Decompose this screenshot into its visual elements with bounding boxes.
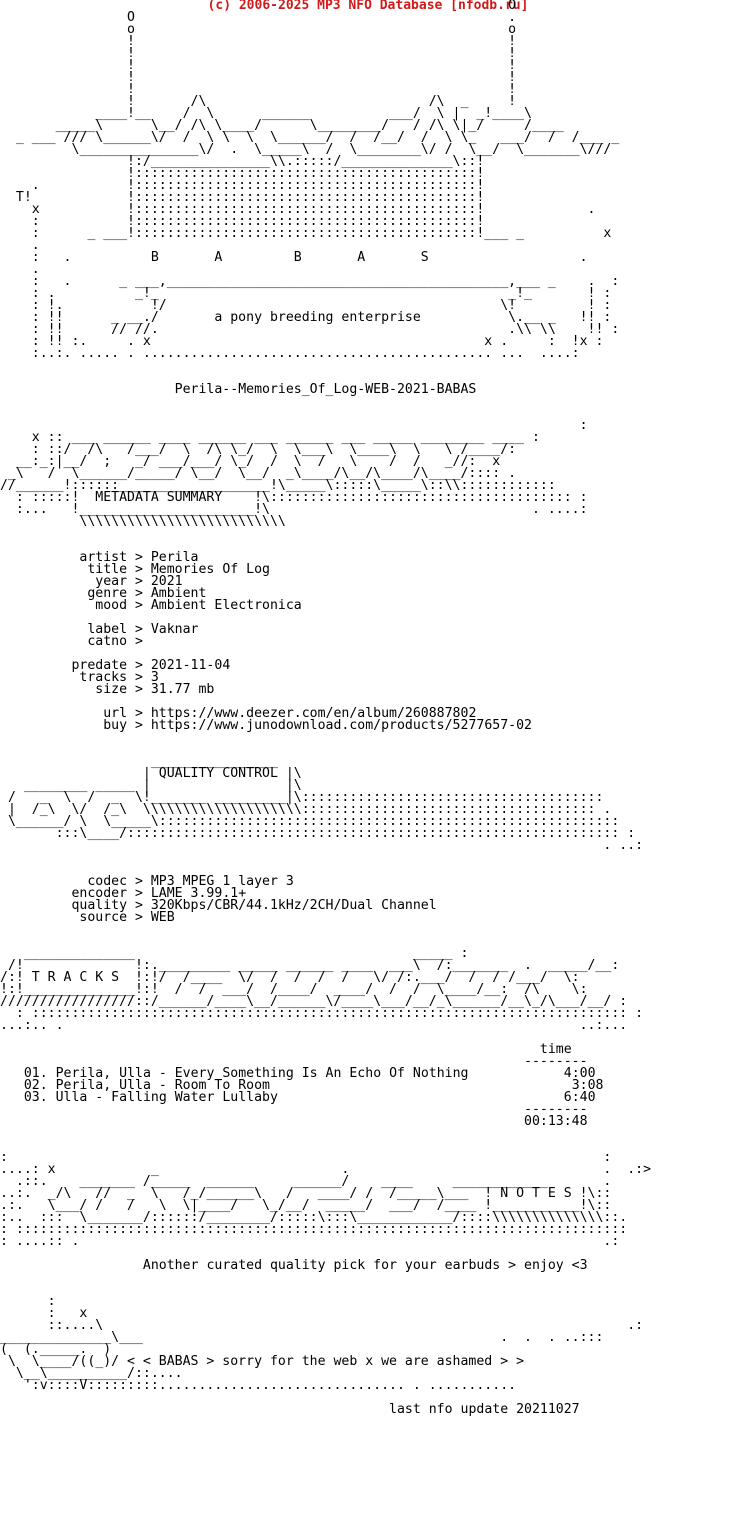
metadata-mood: Ambient Electronica bbox=[150, 598, 302, 613]
babas-logo-art: O O . o o ! ! bbox=[15, 0, 620, 361]
track-title: Perila, Ulla - Every Something Is An Ech… bbox=[55, 1066, 469, 1081]
metadata-size: 31.77 mb bbox=[150, 682, 215, 697]
site-credit-header: (c) 2006-2025 MP3 NFO Database [nfodb.ru… bbox=[207, 0, 529, 13]
quality-source: WEB bbox=[150, 910, 175, 925]
notes-header-art: : : ....: x _ . . .:> .::. _______ /____… bbox=[0, 1150, 652, 1249]
footer-art: : : x ::....\ .: ______________\___ . . … bbox=[0, 1294, 644, 1393]
tracklist-total-time: 00:13:48 bbox=[524, 1114, 588, 1129]
track-time: 6:40 bbox=[563, 1090, 596, 1105]
release-name: Perila--Memories_Of_Log-WEB-2021-BABAS bbox=[174, 382, 477, 397]
track-time: 4:00 bbox=[563, 1066, 596, 1081]
track-title: Perila, Ulla - Room To Room bbox=[55, 1078, 270, 1093]
metadata-label: Vaknar bbox=[150, 622, 199, 637]
metadata-year: 2021 bbox=[150, 574, 183, 589]
metadata-predate: 2021-11-04 bbox=[150, 658, 231, 673]
track-number: 02. bbox=[23, 1078, 48, 1093]
track-title: Ulla - Falling Water Lullaby bbox=[55, 1090, 278, 1105]
last-update-text: last nfo update 20211027 bbox=[389, 1402, 580, 1417]
track-number: 03. bbox=[23, 1090, 48, 1105]
metadata-tracks: 3 bbox=[150, 670, 159, 685]
quality-quality: 320Kbps/CBR/44.1kHz/2CH/Dual Channel bbox=[150, 898, 437, 913]
tracklist-time-header: time bbox=[539, 1042, 572, 1057]
metadata-url: https://www.deezer.com/en/album/26088780… bbox=[150, 706, 477, 721]
quality-control-header-art: ________________ | QUALITY CONTROL |\ __… bbox=[7, 754, 644, 853]
track-number: 01. bbox=[23, 1066, 48, 1081]
quality-encoder: LAME 3.99.1+ bbox=[150, 886, 247, 901]
track-time: 3:08 bbox=[571, 1078, 604, 1093]
nfo-document: O O . o o ! ! bbox=[0, 0, 652, 1417]
quality-codec: MP3 MPEG 1 layer 3 bbox=[150, 874, 294, 889]
metadata-artist: Perila bbox=[150, 550, 199, 565]
metadata-title: Memories Of Log bbox=[150, 562, 270, 577]
notes-text: Another curated quality pick for your ea… bbox=[142, 1258, 588, 1273]
tracks-header-art: ______________ _____ : /! !:._________ _… bbox=[0, 946, 644, 1033]
metadata-summary-header-art: : x :: ___ ______ ____ ______ ___ ______… bbox=[0, 418, 588, 529]
metadata-genre: Ambient bbox=[150, 586, 207, 601]
metadata-buy: https://www.junodownload.com/products/52… bbox=[150, 718, 532, 733]
